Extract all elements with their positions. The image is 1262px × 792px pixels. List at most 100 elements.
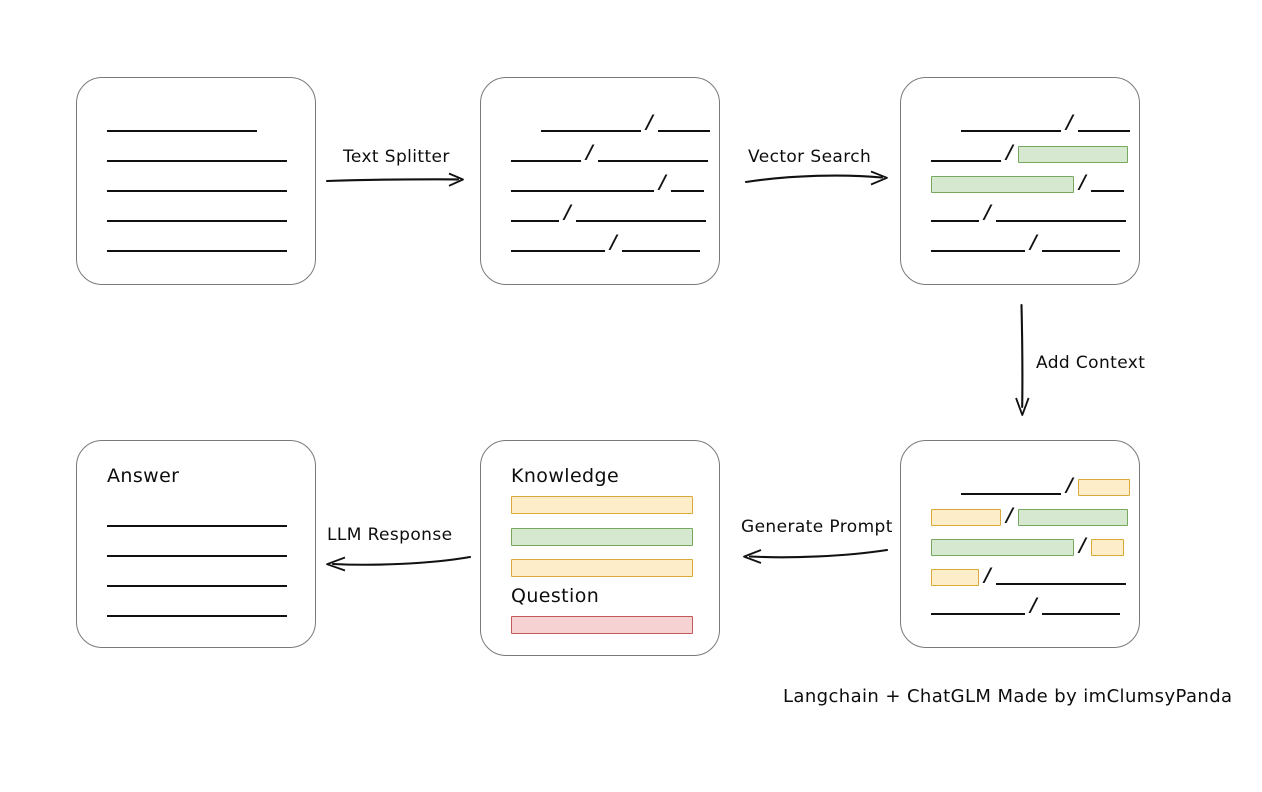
answer-line <box>77 569 315 589</box>
chunk-line: / <box>901 111 1139 134</box>
answer-title: Answer <box>107 465 180 487</box>
matched-chunk-highlight <box>931 539 1074 556</box>
chunk-separator: / <box>586 141 593 163</box>
text-line-segment <box>1041 250 1120 252</box>
arrow-text-splitter <box>325 172 464 187</box>
document-line <box>77 204 315 224</box>
text-line-segment <box>107 615 287 617</box>
text-line-segment <box>961 493 1061 495</box>
chunk-separator: / <box>984 201 991 223</box>
arrow-vector-search <box>744 170 888 186</box>
chunk-line: / <box>901 474 1139 497</box>
chunk-separator: / <box>1066 111 1073 133</box>
chunk-separator: / <box>1079 171 1086 193</box>
question-label: Question <box>511 585 600 607</box>
text-line-segment <box>511 190 654 192</box>
chunk-separator: / <box>1079 534 1086 556</box>
chunk-line: / <box>481 231 719 254</box>
edge-label-generate-prompt: Generate Prompt <box>741 517 893 537</box>
knowledge-label: Knowledge <box>511 465 620 487</box>
knowledge-bar <box>511 496 693 514</box>
node-matched-chunks[interactable]: / / / / / <box>900 77 1140 285</box>
chunk-line: / <box>901 504 1139 527</box>
text-line-segment <box>931 220 979 222</box>
chunk-line: / <box>901 141 1139 164</box>
text-line-segment <box>107 220 287 222</box>
document-line <box>77 114 315 134</box>
matched-chunk-highlight <box>931 176 1074 193</box>
text-line-segment <box>961 130 1061 132</box>
chunk-separator: / <box>659 171 666 193</box>
context-chunk-highlight <box>931 509 1001 526</box>
edge-label-text-splitter: Text Splitter <box>343 147 450 167</box>
chunk-line: / <box>481 203 719 224</box>
edge-label-llm-response: LLM Response <box>327 525 453 545</box>
arrow-llm-response <box>326 555 472 572</box>
text-line-segment <box>1041 613 1120 615</box>
text-line-segment <box>107 585 287 587</box>
text-line-segment <box>511 220 559 222</box>
chunk-line: / <box>481 111 719 134</box>
text-line-segment <box>621 250 700 252</box>
text-line-segment <box>541 130 641 132</box>
context-chunk-highlight <box>931 569 979 586</box>
matched-chunk-highlight <box>1017 509 1128 526</box>
text-line-segment <box>107 190 287 192</box>
text-line-segment <box>670 190 704 192</box>
question-bar <box>511 616 693 634</box>
context-chunk-highlight <box>1090 539 1124 556</box>
document-line <box>77 234 315 254</box>
answer-line <box>77 539 315 559</box>
text-line-segment <box>1090 190 1124 192</box>
text-line-segment <box>597 160 708 162</box>
context-chunk-highlight <box>1077 479 1130 496</box>
chunk-separator: / <box>610 231 617 253</box>
node-split-document[interactable]: / / / / / <box>480 77 720 285</box>
diagram-caption: Langchain + ChatGLM Made by imClumsyPand… <box>783 686 1233 707</box>
node-prompt[interactable]: Knowledge Question <box>480 440 720 656</box>
text-line-segment <box>107 160 287 162</box>
edge-label-add-context: Add Context <box>1036 353 1146 373</box>
text-line-segment <box>511 160 581 162</box>
edge-label-vector-search: Vector Search <box>748 147 872 167</box>
chunk-line: / <box>901 564 1139 587</box>
text-line-segment <box>511 250 605 252</box>
chunk-line: / <box>901 534 1139 557</box>
chunk-line: / <box>481 171 719 194</box>
text-line-segment <box>575 220 706 222</box>
arrow-add-context <box>1015 303 1030 416</box>
chunk-separator: / <box>984 564 991 586</box>
chunk-separator: / <box>1030 594 1037 616</box>
node-answer[interactable]: Answer <box>76 440 316 648</box>
answer-line <box>77 509 315 529</box>
chunk-separator: / <box>646 111 653 133</box>
answer-line <box>77 599 315 619</box>
matched-chunk-highlight <box>1017 146 1128 163</box>
chunk-line: / <box>901 171 1139 194</box>
chunk-line: / <box>901 594 1139 617</box>
chunk-separator: / <box>1030 231 1037 253</box>
chunk-line: / <box>901 231 1139 254</box>
chunk-separator: / <box>1006 504 1013 526</box>
text-line-segment <box>995 583 1126 585</box>
text-line-segment <box>931 160 1001 162</box>
chunk-line: / <box>901 201 1139 224</box>
text-line-segment <box>107 525 287 527</box>
chunk-separator: / <box>1066 474 1073 496</box>
document-line <box>77 144 315 164</box>
chunk-line: / <box>481 141 719 164</box>
node-source-document[interactable] <box>76 77 316 285</box>
knowledge-bar <box>511 528 693 546</box>
text-line-segment <box>1077 130 1130 132</box>
text-line-segment <box>931 613 1025 615</box>
text-line-segment <box>107 555 287 557</box>
text-line-segment <box>931 250 1025 252</box>
document-line <box>77 174 315 194</box>
text-line-segment <box>107 130 257 132</box>
chunk-separator: / <box>1006 141 1013 163</box>
knowledge-bar <box>511 559 693 577</box>
text-line-segment <box>657 130 710 132</box>
arrow-generate-prompt <box>743 548 889 564</box>
text-line-segment <box>995 220 1126 222</box>
node-context-chunks[interactable]: / / / / / <box>900 440 1140 648</box>
